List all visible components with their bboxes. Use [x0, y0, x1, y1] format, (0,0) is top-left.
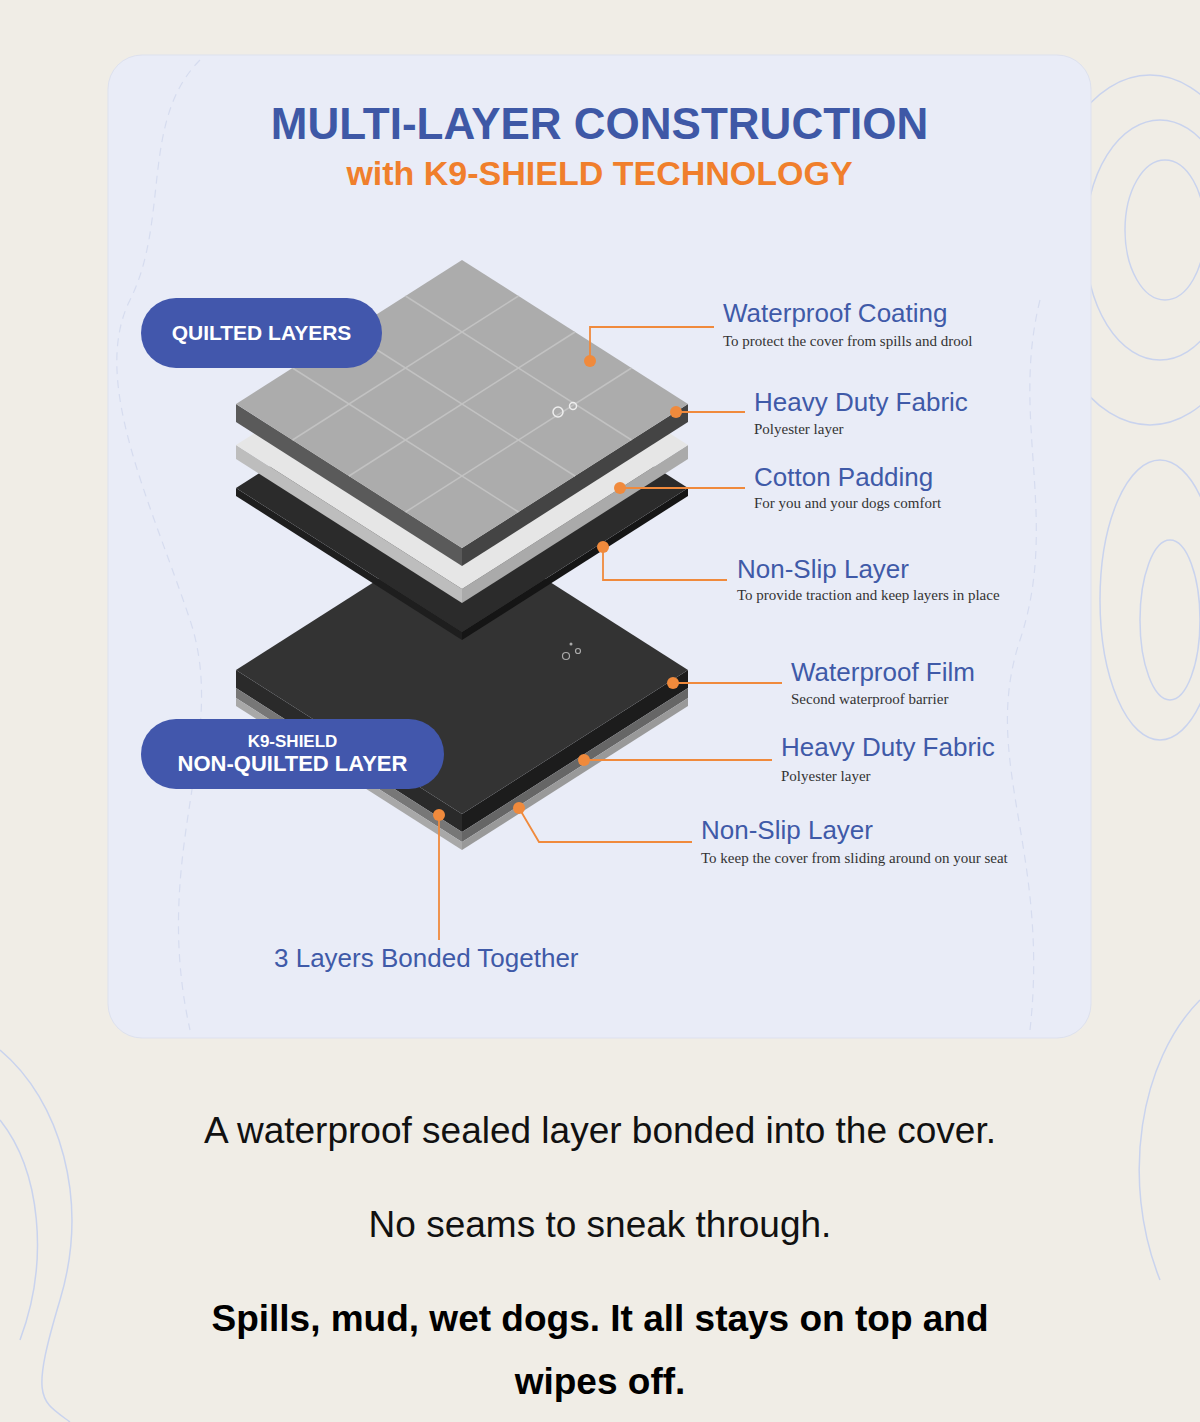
layer-name: Non-Slip Layer: [737, 554, 909, 585]
layer-name: Waterproof Coating: [723, 298, 947, 329]
body-text: A waterproof sealed layer bonded into th…: [60, 1100, 1140, 1163]
title: MULTI-LAYER CONSTRUCTION: [108, 98, 1091, 151]
layer-note: To provide traction and keep layers in p…: [737, 586, 1000, 604]
body-emphasis: Spills, mud, wet dogs. It all stays on t…: [180, 1288, 1020, 1414]
card-panel: [108, 55, 1091, 1038]
pill-text: NON-QUILTED LAYER: [178, 751, 408, 776]
leader-lines: [439, 327, 782, 940]
body-text: No seams to sneak through.: [60, 1194, 1140, 1257]
label-pill: QUILTED LAYERS: [141, 298, 382, 368]
layer-name: Cotton Padding: [754, 462, 933, 493]
layer-note: To protect the cover from spills and dro…: [723, 332, 972, 350]
layer-note: To keep the cover from sliding around on…: [701, 849, 1008, 867]
layer-name: Non-Slip Layer: [701, 815, 873, 846]
leader-dots: [433, 355, 682, 821]
layer-note: Polyester layer: [781, 767, 871, 785]
pill-text: QUILTED LAYERS: [172, 321, 352, 345]
pill-text: K9-SHIELD: [248, 732, 338, 752]
bond-note: 3 Layers Bonded Together: [274, 943, 579, 974]
subtitle: with K9-SHIELD TECHNOLOGY: [108, 153, 1091, 194]
layer-note: For you and your dogs comfort: [754, 494, 941, 512]
layer-name: Heavy Duty Fabric: [754, 387, 968, 418]
layer-name: Heavy Duty Fabric: [781, 732, 995, 763]
label-pill: K9-SHIELDNON-QUILTED LAYER: [141, 719, 444, 789]
layer-note: Polyester layer: [754, 420, 844, 438]
card-contours: [117, 60, 1040, 1030]
layer-name: Waterproof Film: [791, 657, 975, 688]
layer-note: Second waterproof barrier: [791, 690, 948, 708]
